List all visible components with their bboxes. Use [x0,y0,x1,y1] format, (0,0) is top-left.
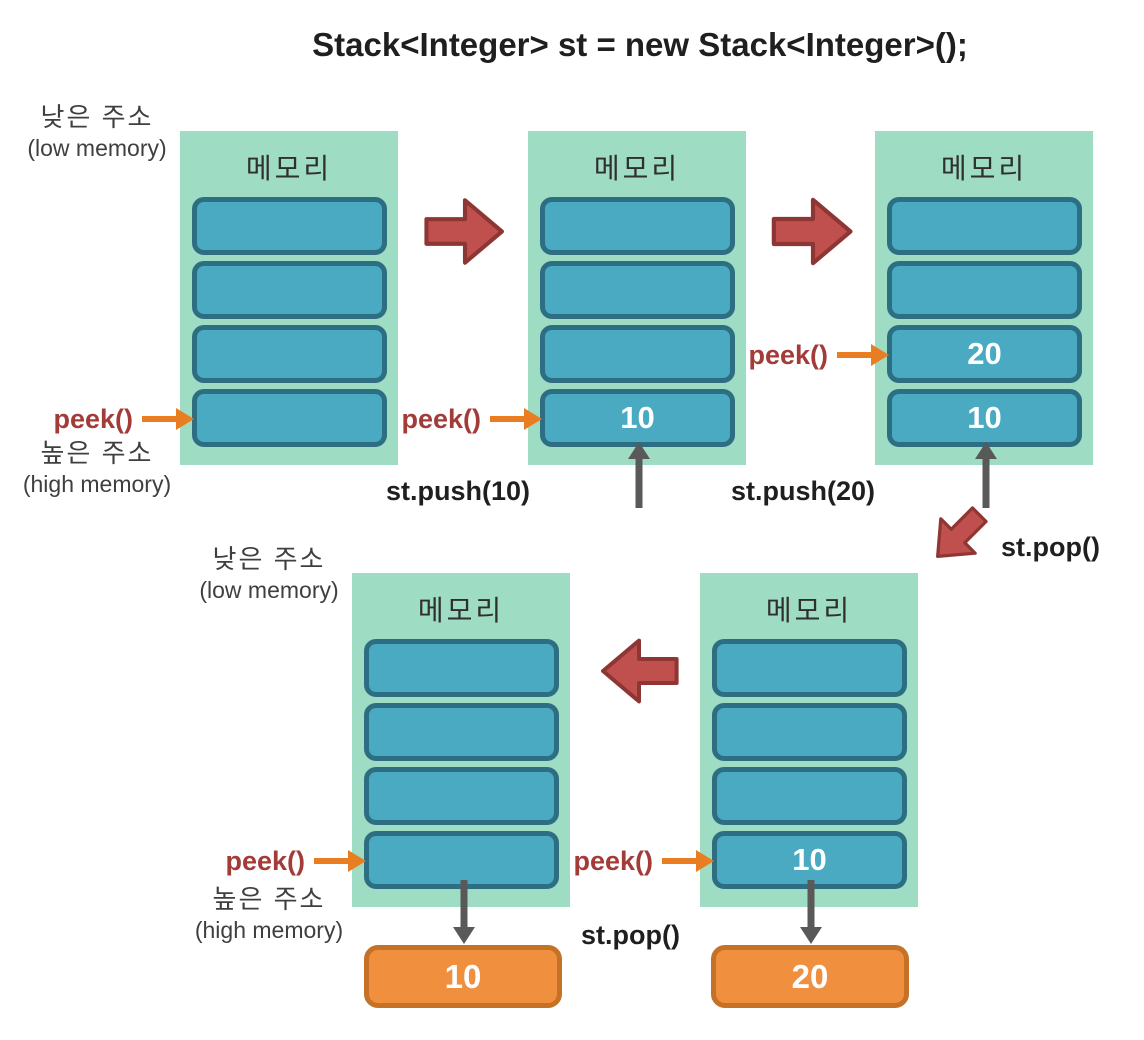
low-address-english: (low memory) [199,577,339,603]
popped-value-box: 10 [364,945,562,1008]
stack-slot [887,197,1082,255]
peek-arrow-icon [314,850,366,872]
peek-arrow-icon [490,408,542,430]
stack-slot: 10 [540,389,735,447]
flow-arrow-right-icon [771,197,853,266]
high-address-english: (high memory) [194,917,344,943]
memory-header: 메모리 [940,153,1028,184]
memory-block-after-pop-20: 메모리 10 [700,573,918,907]
peek-arrow-icon [142,408,194,430]
flow-arrow-right-icon [424,198,504,265]
push-arrow-up-icon [628,442,650,508]
push-arrow-up-icon [975,442,997,508]
stack-slot [364,639,559,697]
peek-pointer-4: peek() [225,845,366,877]
memory-block-initial: 메모리 [180,131,398,465]
high-address-label-bottom: 높은 주소 (high memory) [181,882,357,944]
stack-slot [192,389,387,447]
pop-label-top: st.pop() [1001,532,1100,562]
stack-slot [712,767,907,825]
flow-arrow-downleft-icon [922,500,994,572]
stack-slot [887,261,1082,319]
peek-label: peek() [401,404,481,434]
stack-slot [540,325,735,383]
memory-header: 메모리 [245,153,333,184]
stack-slot [540,261,735,319]
stack-slot [192,325,387,383]
high-address-korean: 높은 주소 [212,884,326,914]
peek-label: peek() [573,846,653,876]
high-address-label-top: 높은 주소 (high memory) [9,436,185,498]
peek-arrow-icon [837,344,889,366]
memory-header: 메모리 [417,595,505,626]
peek-pointer-1: peek() [53,403,194,435]
peek-label: peek() [53,404,133,434]
stack-slot: 10 [887,389,1082,447]
peek-arrow-icon [662,850,714,872]
peek-pointer-5: peek() [573,845,714,877]
stack-slot [712,703,907,761]
pop-arrow-down-icon [800,880,822,944]
peek-pointer-2: peek() [401,403,542,435]
low-address-english: (low memory) [27,135,167,161]
stack-slot [364,703,559,761]
high-address-english: (high memory) [22,471,172,497]
stack-slot [364,767,559,825]
memory-block-after-push20: 메모리 20 10 [875,131,1093,465]
flow-arrow-left-icon [601,638,679,704]
stack-slot [192,197,387,255]
memory-block-after-pop-10: 메모리 [352,573,570,907]
stack-slot [712,639,907,697]
pop-label-bottom: st.pop() [581,920,680,950]
code-title: Stack<Integer> st = new Stack<Integer>()… [312,26,968,63]
stack-slot: 20 [887,325,1082,383]
push10-label: st.push(10) [386,476,531,506]
memory-header: 메모리 [593,153,681,184]
memory-header: 메모리 [765,595,853,626]
stack-slot [540,197,735,255]
push20-label: st.push(20) [731,476,876,506]
memory-block-after-push10: 메모리 10 [528,131,746,465]
peek-label: peek() [748,340,828,370]
low-address-korean: 낮은 주소 [212,544,326,574]
peek-pointer-3: peek() [748,339,889,371]
low-address-label-top: 낮은 주소 (low memory) [9,100,185,162]
pop-arrow-down-icon [453,880,475,944]
low-address-label-bottom: 낮은 주소 (low memory) [181,542,357,604]
high-address-korean: 높은 주소 [40,438,154,468]
peek-label: peek() [225,846,305,876]
popped-value-box: 20 [711,945,909,1008]
stack-slot [192,261,387,319]
low-address-korean: 낮은 주소 [40,102,154,132]
